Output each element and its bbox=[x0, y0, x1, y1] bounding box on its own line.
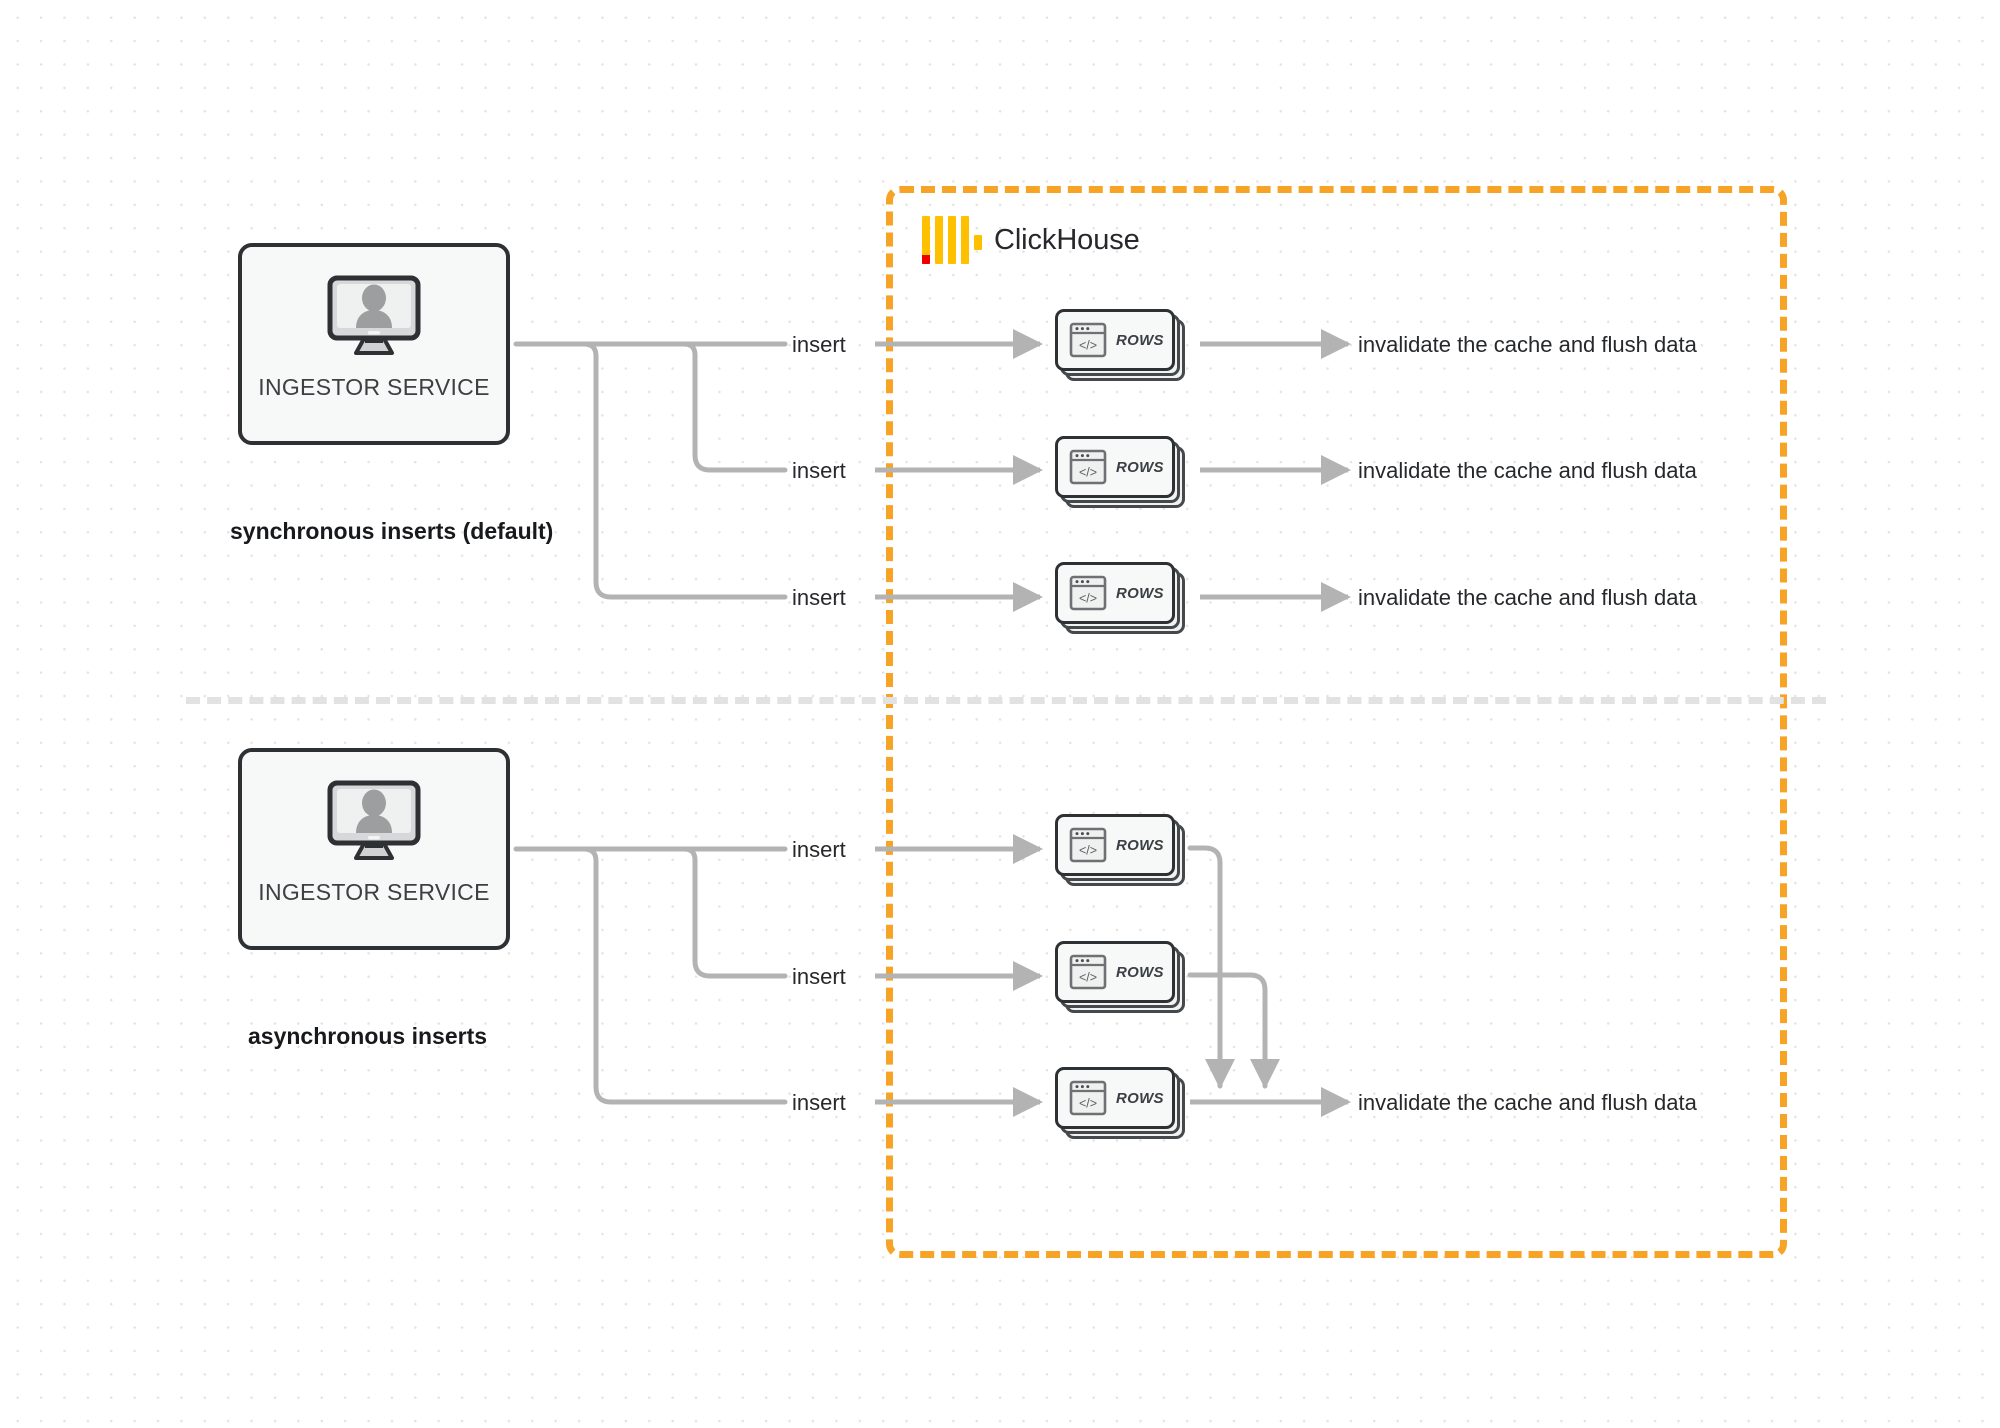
svg-text:</>: </> bbox=[1079, 339, 1097, 353]
ingestor-service-caption: INGESTOR SERVICE bbox=[258, 374, 490, 400]
rows-node-label: ROWS bbox=[1116, 584, 1164, 602]
monitor-user-icon bbox=[322, 778, 426, 869]
edge-label-insert-async-1: insert bbox=[792, 837, 846, 862]
rows-node-label: ROWS bbox=[1116, 1089, 1164, 1107]
rows-node-async-3[interactable]: </> ROWS bbox=[1055, 1067, 1185, 1139]
code-window-icon: </> bbox=[1069, 827, 1107, 863]
svg-text:</>: </> bbox=[1079, 1097, 1097, 1111]
result-label-async-merged: invalidate the cache and flush data bbox=[1358, 1090, 1697, 1115]
rows-node-label: ROWS bbox=[1116, 836, 1164, 854]
rows-node-label: ROWS bbox=[1116, 963, 1164, 981]
clickhouse-brand: ClickHouse bbox=[922, 216, 1140, 264]
edge-label-insert-sync-2: insert bbox=[792, 458, 846, 483]
code-window-icon: </> bbox=[1069, 449, 1107, 485]
rows-node-sync-1[interactable]: </> ROWS bbox=[1055, 309, 1185, 381]
edge-label-insert-async-2: insert bbox=[792, 964, 846, 989]
svg-text:</>: </> bbox=[1079, 592, 1097, 606]
monitor-user-icon bbox=[322, 273, 426, 364]
rows-node-async-1[interactable]: </> ROWS bbox=[1055, 814, 1185, 886]
code-window-icon: </> bbox=[1069, 575, 1107, 611]
ingestor-service-caption: INGESTOR SERVICE bbox=[258, 879, 490, 905]
ingestor-service-node-async[interactable]: INGESTOR SERVICE bbox=[238, 748, 510, 950]
ingestor-service-node-sync[interactable]: INGESTOR SERVICE bbox=[238, 243, 510, 445]
rows-node-label: ROWS bbox=[1116, 458, 1164, 476]
section-label-synchronous: synchronous inserts (default) bbox=[230, 518, 554, 544]
svg-text:</>: </> bbox=[1079, 844, 1097, 858]
rows-node-sync-2[interactable]: </> ROWS bbox=[1055, 436, 1185, 508]
result-label-sync-1: invalidate the cache and flush data bbox=[1358, 332, 1697, 357]
svg-text:</>: </> bbox=[1079, 466, 1097, 480]
code-window-icon: </> bbox=[1069, 954, 1107, 990]
result-label-sync-3: invalidate the cache and flush data bbox=[1358, 585, 1697, 610]
code-window-icon: </> bbox=[1069, 1080, 1107, 1116]
clickhouse-logo-icon bbox=[922, 216, 982, 264]
code-window-icon: </> bbox=[1069, 322, 1107, 358]
svg-text:</>: </> bbox=[1079, 971, 1097, 985]
clickhouse-boundary bbox=[886, 186, 1787, 1258]
rows-node-label: ROWS bbox=[1116, 331, 1164, 349]
clickhouse-wordmark: ClickHouse bbox=[994, 223, 1140, 256]
rows-node-async-2[interactable]: </> ROWS bbox=[1055, 941, 1185, 1013]
edge-label-insert-sync-1: insert bbox=[792, 332, 846, 357]
section-divider bbox=[186, 697, 1826, 704]
rows-node-sync-3[interactable]: </> ROWS bbox=[1055, 562, 1185, 634]
edge-label-insert-sync-3: insert bbox=[792, 585, 846, 610]
section-label-asynchronous: asynchronous inserts bbox=[248, 1023, 488, 1049]
edge-label-insert-async-3: insert bbox=[792, 1090, 846, 1115]
result-label-sync-2: invalidate the cache and flush data bbox=[1358, 458, 1697, 483]
